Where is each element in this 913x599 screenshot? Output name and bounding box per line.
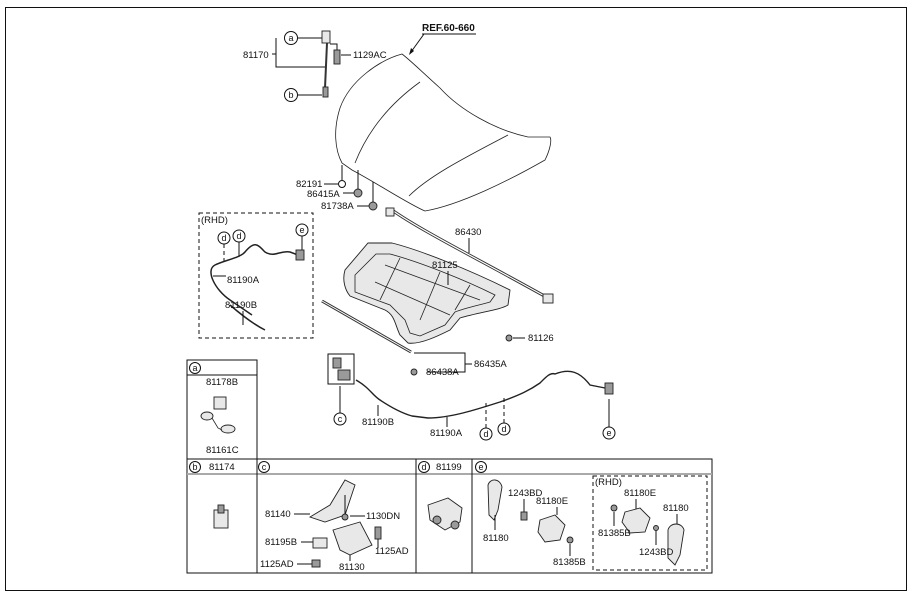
label-86435A: 86435A xyxy=(474,359,507,370)
rhd-cable-box: (RHD) d d e 81190A 81190B xyxy=(198,212,314,339)
label-86430: 86430 xyxy=(455,227,481,238)
label-82191: 82191 xyxy=(296,179,322,190)
label-81180E-lhd: 81180E xyxy=(536,496,568,507)
label-81199: 81199 xyxy=(436,462,462,473)
hood-seal: 86435A 86438A xyxy=(321,299,507,378)
hinge-lower-icon xyxy=(322,86,329,98)
label-81161C: 81161C xyxy=(206,445,239,456)
label-81130: 81130 xyxy=(339,562,365,573)
label-81738A: 81738A xyxy=(321,201,354,212)
svg-text:b: b xyxy=(288,90,293,100)
label-81180-rhd: 81180 xyxy=(663,503,689,514)
svg-text:e: e xyxy=(478,462,483,472)
label-1243BD-rhd: 1243BD xyxy=(639,547,673,558)
svg-text:e: e xyxy=(606,428,611,438)
label-81125: 81125 xyxy=(432,260,458,271)
label-81190A: 81190A xyxy=(430,428,463,439)
label-81385B-lhd: 81385B xyxy=(553,557,586,568)
label-81140: 81140 xyxy=(265,509,291,520)
hinge-assembly: 81170 a b 1129AC xyxy=(243,30,387,102)
label-81126: 81126 xyxy=(528,333,554,344)
detail-cell-a: a 81178B 81161C xyxy=(186,359,258,460)
detail-cell-d: d 81199 xyxy=(418,461,463,531)
hood-bumpers: 82191 86415A 81738A xyxy=(296,165,378,212)
label-1129AC: 1129AC xyxy=(353,50,387,61)
outer-frame xyxy=(5,7,907,591)
svg-text:c: c xyxy=(262,462,267,472)
release-cable: c 81190B 81190A d d e xyxy=(327,353,616,441)
label-1125AD-right: 1125AD xyxy=(375,546,409,557)
svg-text:d: d xyxy=(421,462,426,472)
detail-table-bottom xyxy=(186,458,713,574)
svg-text:d: d xyxy=(221,233,226,243)
rhd-label-81190A: 81190A xyxy=(227,275,260,286)
hood-insulator: 81125 81126 xyxy=(343,242,554,344)
label-81180-lhd: 81180 xyxy=(483,533,509,544)
svg-text:a: a xyxy=(192,363,197,373)
label-81190B: 81190B xyxy=(362,417,394,428)
label-1125AD-left: 1125AD xyxy=(260,559,294,570)
rhd-title: (RHD) xyxy=(201,215,228,226)
svg-text:e: e xyxy=(299,225,304,235)
svg-text:b: b xyxy=(192,462,197,472)
label-1243BD-lhd: 1243BD xyxy=(508,488,542,499)
svg-text:d: d xyxy=(236,231,241,241)
bolt-icon xyxy=(333,49,341,65)
rhd-label-81190B: 81190B xyxy=(225,300,257,311)
label-81178B: 81178B xyxy=(206,377,238,388)
label-86415A: 86415A xyxy=(307,189,340,200)
label-81180E-rhd: 81180E xyxy=(624,488,656,499)
label-81385B-rhd: 81385B xyxy=(598,528,631,539)
label-1130DN: 1130DN xyxy=(366,511,400,522)
ref-label: REF.60-660 xyxy=(422,23,475,34)
svg-text:d: d xyxy=(483,429,488,439)
hinge-upper-icon xyxy=(321,30,331,44)
svg-text:d: d xyxy=(501,424,506,434)
weatherstrip: 86430 xyxy=(385,207,554,304)
hood-panel xyxy=(335,53,552,212)
label-81195B: 81195B xyxy=(265,537,297,548)
label-86438A: 86438A xyxy=(426,367,459,378)
detail-cell-e: e 81180 1243BD 81180E 81385B (RHD) 81180… xyxy=(475,461,708,571)
svg-text:a: a xyxy=(288,33,293,43)
detail-cell-b: b 81174 xyxy=(189,461,235,529)
svg-text:c: c xyxy=(338,414,343,424)
ref-callout: REF.60-660 xyxy=(409,23,476,55)
label-81174: 81174 xyxy=(209,462,235,473)
rhd-sub-title: (RHD) xyxy=(595,477,622,488)
detail-cell-c: c 81140 1130DN 81195B 1125AD 1125AD 8113… xyxy=(258,461,409,573)
label-81170: 81170 xyxy=(243,50,269,61)
